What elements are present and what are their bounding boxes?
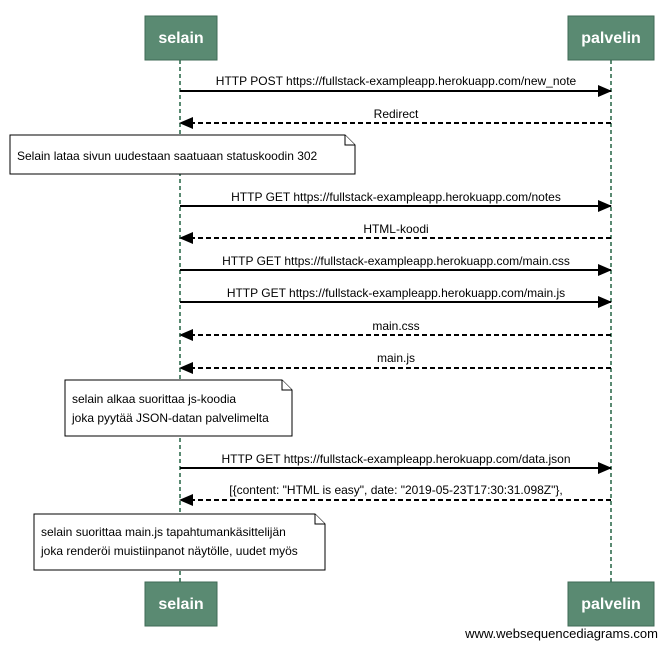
message-3: HTML-koodi: [179, 222, 611, 244]
actor-client-bottom-label: selain: [158, 596, 203, 613]
note-line: joka renderöi muistiinpanot näytölle, uu…: [40, 544, 298, 558]
message-9: [{content: "HTML is easy", date: "2019-0…: [179, 483, 611, 506]
actor-server-bottom-label: palvelin: [581, 596, 641, 613]
note-1: selain alkaa suorittaa js-koodia joka py…: [64, 379, 293, 437]
message-label: HTTP GET https://fullstack-exampleapp.he…: [222, 254, 570, 268]
message-2: HTTP GET https://fullstack-exampleapp.he…: [180, 190, 612, 212]
message-5: HTTP GET https://fullstack-exampleapp.he…: [180, 286, 612, 308]
message-4: HTTP GET https://fullstack-exampleapp.he…: [180, 254, 612, 276]
message-label: main.css: [372, 319, 419, 333]
actor-server-bottom: palvelin: [567, 581, 655, 627]
message-7: main.js: [179, 351, 611, 374]
watermark-text[interactable]: www.websequencediagrams.com: [464, 626, 658, 641]
note-line: joka pyytää JSON-datan palvelimelta: [71, 411, 269, 425]
actor-client-top: selain: [144, 15, 218, 61]
actor-client-top-label: selain: [158, 30, 203, 47]
message-label: HTTP GET https://fullstack-exampleapp.he…: [221, 452, 570, 466]
actor-server-top: palvelin: [567, 15, 655, 61]
note-0: Selain lataa sivun uudestaan saatuaan st…: [9, 134, 356, 175]
message-6: main.css: [179, 319, 611, 341]
note-line: selain alkaa suorittaa js-koodia: [72, 392, 236, 406]
note-2: selain suorittaa main.js tapahtumankäsit…: [33, 513, 326, 571]
actor-client-bottom: selain: [144, 581, 218, 627]
message-label: Redirect: [374, 107, 419, 121]
actor-server-top-label: palvelin: [581, 30, 641, 47]
message-label: HTTP GET https://fullstack-exampleapp.he…: [227, 286, 565, 300]
message-label: HTTP POST https://fullstack-exampleapp.h…: [216, 74, 577, 88]
message-8: HTTP GET https://fullstack-exampleapp.he…: [180, 452, 612, 474]
note-line: Selain lataa sivun uudestaan saatuaan st…: [17, 149, 318, 163]
message-label: HTTP GET https://fullstack-exampleapp.he…: [231, 190, 561, 204]
message-label: [{content: "HTML is easy", date: "2019-0…: [229, 483, 562, 497]
message-label: HTML-koodi: [363, 222, 428, 236]
message-1: Redirect: [179, 107, 611, 129]
message-0: HTTP POST https://fullstack-exampleapp.h…: [180, 74, 612, 97]
message-label: main.js: [377, 351, 415, 365]
note-line: selain suorittaa main.js tapahtumankäsit…: [41, 525, 286, 539]
